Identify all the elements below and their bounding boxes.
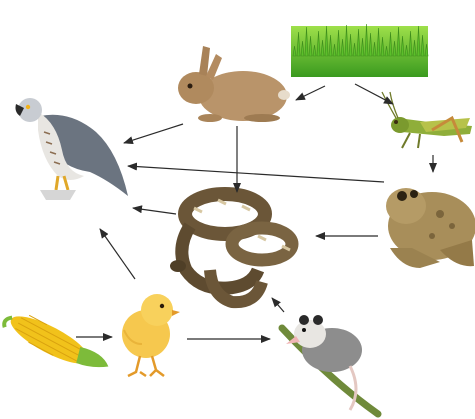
arrow-grass-to-rabbit: [296, 86, 325, 100]
corn-icon: [1, 306, 113, 382]
arrow-snake-to-hawk: [133, 208, 176, 214]
hawk-icon: [16, 98, 129, 200]
arrow-opossum-to-snake: [272, 298, 284, 312]
toad-icon: [386, 188, 475, 268]
chick-icon: [122, 294, 180, 376]
snake-icon: [170, 194, 292, 302]
arrow-chick-to-hawk: [100, 229, 135, 279]
grass-icon: [291, 24, 428, 77]
opossum-icon: [282, 315, 378, 414]
grasshopper-icon: [382, 92, 472, 148]
arrow-grass-to-grasshopper: [355, 84, 393, 104]
arrow-toad-to-hawk: [128, 166, 384, 182]
arrow-rabbit-to-hawk: [124, 124, 183, 143]
rabbit-icon: [178, 46, 290, 122]
